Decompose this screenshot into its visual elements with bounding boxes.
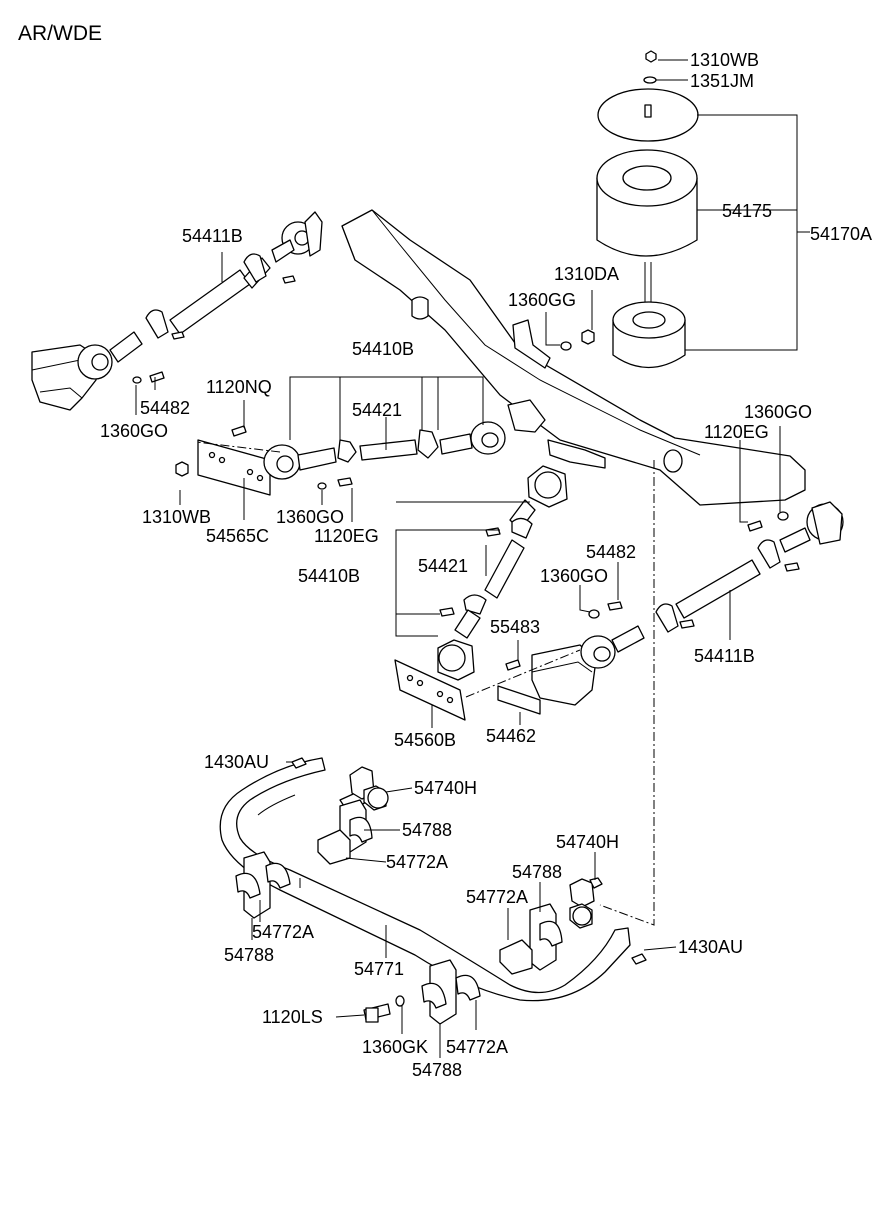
label-1120NQ: 1120NQ <box>206 377 272 397</box>
upper-arm-left <box>31 211 323 411</box>
label-55483: 55483 <box>490 617 540 637</box>
washer-1351JM <box>643 76 657 84</box>
label-1120LS: 1120LS <box>262 1007 323 1027</box>
label-54772A-c: 54772A <box>252 922 314 942</box>
label-54772A-d: 54772A <box>446 1037 508 1057</box>
label-54421-mid: 54421 <box>418 556 468 576</box>
label-54411B-left: 54411B <box>182 226 243 246</box>
label-1310WB-top: 1310WB <box>690 50 759 70</box>
label-1310DA: 1310DA <box>554 264 619 284</box>
label-54788-c: 54788 <box>224 945 274 965</box>
label-54788-d: 54788 <box>412 1060 462 1080</box>
label-1360GG: 1360GG <box>508 290 576 310</box>
diagram-title: AR/WDE <box>18 22 102 45</box>
label-54772A-a: 54772A <box>386 852 448 872</box>
label-1430AU-right: 1430AU <box>678 937 743 957</box>
label-54462: 54462 <box>486 726 536 746</box>
label-54740H-right: 54740H <box>556 832 619 852</box>
label-54410B-mid: 54410B <box>298 566 360 586</box>
label-54772A-b: 54772A <box>466 887 528 907</box>
air-spring-assembly <box>596 50 798 369</box>
part-labels: 1310WB 1351JM 54175 54170A 1310DA 1360GG… <box>100 50 872 1080</box>
label-54482-left: 54482 <box>140 398 190 418</box>
label-54410B-top: 54410B <box>352 339 414 359</box>
label-1360GO-mid: 1360GO <box>276 507 344 527</box>
label-54170A: 54170A <box>810 224 872 244</box>
label-1360GO-left: 1360GO <box>100 421 168 441</box>
bushings-and-clamps <box>235 799 563 1025</box>
label-1351JM: 1351JM <box>690 71 754 91</box>
leader-lines <box>135 59 810 1058</box>
label-54411B-right: 54411B <box>694 646 755 666</box>
air-bag-54175 <box>596 149 698 257</box>
control-link-lower <box>394 465 568 721</box>
upper-arm-right <box>531 501 844 706</box>
label-54560B: 54560B <box>394 730 456 750</box>
label-54565C: 54565C <box>206 526 269 546</box>
label-1360GO-mid2: 1360GO <box>540 566 608 586</box>
label-54482-right: 54482 <box>586 542 636 562</box>
bracket-1360GG <box>512 319 595 369</box>
piston <box>612 301 686 369</box>
reference-lines <box>195 441 655 926</box>
stabilizer-bar <box>219 757 647 1002</box>
label-54771: 54771 <box>354 959 404 979</box>
label-1120EG-right: 1120EG <box>704 422 769 442</box>
label-1360GK: 1360GK <box>362 1037 428 1057</box>
label-54740H-top: 54740H <box>414 778 477 798</box>
label-1430AU-top: 1430AU <box>204 752 269 772</box>
nut-1310WB <box>645 50 657 63</box>
label-1360GO-right: 1360GO <box>744 402 812 422</box>
label-1310WB-left: 1310WB <box>142 507 211 527</box>
label-1120EG-mid: 1120EG <box>314 526 379 546</box>
label-54788-a: 54788 <box>402 820 452 840</box>
label-54421-top: 54421 <box>352 400 402 420</box>
label-54175: 54175 <box>722 201 772 221</box>
label-54788-b: 54788 <box>512 862 562 882</box>
frame-crossmember <box>341 209 806 506</box>
control-link-top <box>175 376 506 496</box>
